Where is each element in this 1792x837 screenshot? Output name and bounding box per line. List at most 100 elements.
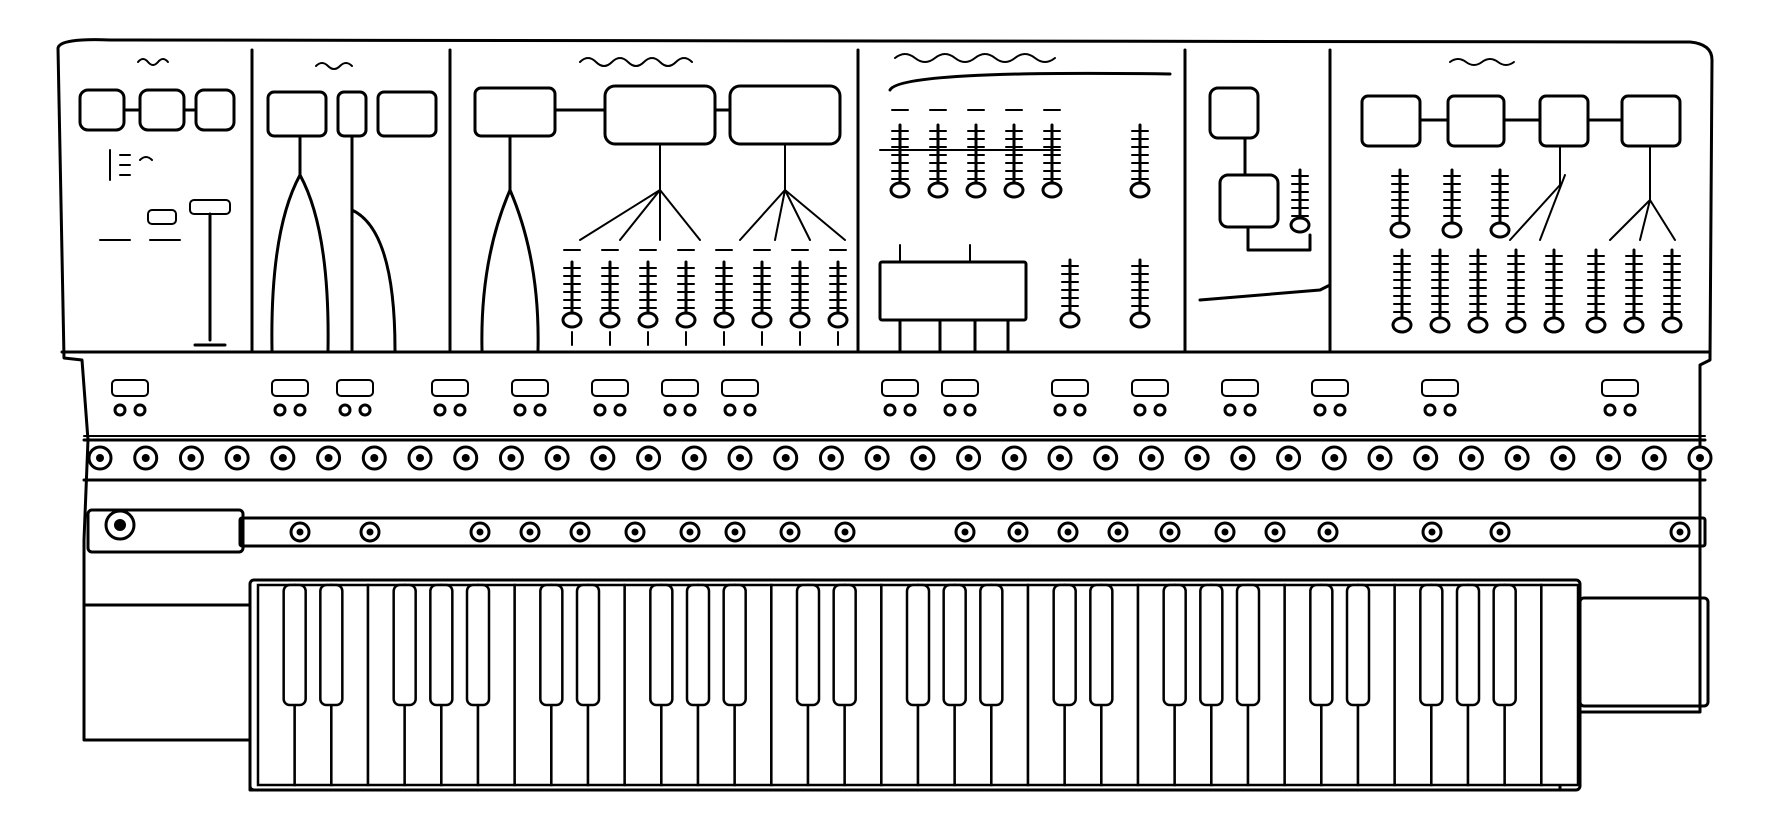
black-key-11[interactable] — [649, 583, 674, 707]
lower-knob-5[interactable] — [569, 521, 591, 543]
knob-32[interactable] — [1504, 445, 1530, 471]
module-6-slider-6[interactable] — [1585, 248, 1607, 334]
knob-4[interactable] — [224, 445, 250, 471]
module-3-slider-7[interactable] — [789, 260, 811, 329]
white-key-36[interactable] — [1540, 583, 1580, 787]
black-key-15[interactable] — [795, 583, 821, 707]
black-key-9[interactable] — [575, 583, 601, 707]
switch-6[interactable] — [591, 379, 629, 417]
lower-knob-17[interactable] — [1264, 521, 1286, 543]
knob-24[interactable] — [1138, 445, 1164, 471]
knob-15[interactable] — [727, 445, 753, 471]
lower-knob-7[interactable] — [679, 521, 701, 543]
module-3-slider-8[interactable] — [827, 260, 849, 329]
module-6-slider-5[interactable] — [1543, 248, 1565, 334]
module-5-slider-1[interactable] — [1289, 168, 1311, 234]
knob-20[interactable] — [956, 445, 982, 471]
black-key-26[interactable] — [1199, 583, 1224, 707]
knob-28[interactable] — [1321, 445, 1347, 471]
module-4-slider-7[interactable] — [1059, 258, 1081, 329]
module-4-slider-3[interactable] — [965, 123, 987, 199]
module-6-slider-3[interactable] — [1467, 248, 1489, 334]
module-6-slider-8[interactable] — [1661, 248, 1683, 334]
knob-25[interactable] — [1184, 445, 1210, 471]
knob-17[interactable] — [818, 445, 844, 471]
switch-16[interactable] — [1601, 379, 1639, 417]
module-3-slider-3[interactable] — [637, 260, 659, 329]
switch-1[interactable] — [111, 379, 149, 417]
lower-knob-2[interactable] — [359, 521, 381, 543]
module-6-slider-top-1[interactable] — [1389, 168, 1411, 239]
knob-35[interactable] — [1641, 445, 1667, 471]
switch-7[interactable] — [661, 379, 699, 417]
lower-knob-1[interactable] — [289, 521, 311, 543]
black-key-2[interactable] — [319, 583, 344, 707]
module-4-slider-4[interactable] — [1003, 123, 1025, 199]
module-4-slider-8[interactable] — [1129, 258, 1151, 329]
switch-11[interactable] — [1051, 379, 1089, 417]
knob-2[interactable] — [133, 445, 159, 471]
module-3-slider-2[interactable] — [599, 260, 621, 329]
black-key-19[interactable] — [942, 583, 967, 707]
switch-10[interactable] — [941, 379, 979, 417]
switch-3[interactable] — [336, 379, 374, 417]
knob-11[interactable] — [544, 445, 570, 471]
black-key-8[interactable] — [539, 583, 564, 707]
black-key-18[interactable] — [905, 583, 931, 707]
black-key-27[interactable] — [1235, 583, 1261, 707]
knob-3[interactable] — [178, 445, 204, 471]
switch-12[interactable] — [1131, 379, 1169, 417]
black-key-25[interactable] — [1162, 583, 1187, 707]
module-6-slider-1[interactable] — [1391, 248, 1413, 334]
lower-knob-12[interactable] — [1007, 521, 1029, 543]
keyboard[interactable] — [248, 578, 1582, 792]
module-6-slider-2[interactable] — [1429, 248, 1451, 334]
module-3-slider-6[interactable] — [751, 260, 773, 329]
switch-5[interactable] — [511, 379, 549, 417]
knob-19[interactable] — [910, 445, 936, 471]
black-key-20[interactable] — [979, 583, 1004, 707]
module-3-slider-4[interactable] — [675, 260, 697, 329]
lower-knob-11[interactable] — [954, 521, 976, 543]
module-4-slider-6[interactable] — [1129, 123, 1151, 199]
black-key-4[interactable] — [392, 583, 417, 707]
module-4-slider-2[interactable] — [927, 123, 949, 199]
black-key-34[interactable] — [1492, 583, 1517, 707]
knob-26[interactable] — [1230, 445, 1256, 471]
lower-knob-3[interactable] — [469, 521, 491, 543]
lower-knob-19[interactable] — [1421, 521, 1443, 543]
black-key-1[interactable] — [282, 583, 307, 707]
knob-7[interactable] — [361, 445, 387, 471]
knob-21[interactable] — [1001, 445, 1027, 471]
black-key-5[interactable] — [429, 583, 454, 707]
lower-knob-16[interactable] — [1214, 521, 1236, 543]
lower-knob-20[interactable] — [1489, 521, 1511, 543]
knob-27[interactable] — [1276, 445, 1302, 471]
switch-2[interactable] — [271, 379, 309, 417]
lower-knob-18[interactable] — [1317, 521, 1339, 543]
knob-31[interactable] — [1458, 445, 1484, 471]
black-key-23[interactable] — [1089, 583, 1114, 707]
knob-16[interactable] — [773, 445, 799, 471]
black-key-12[interactable] — [685, 583, 711, 707]
switch-8[interactable] — [721, 379, 759, 417]
switch-9[interactable] — [881, 379, 919, 417]
knob-22[interactable] — [1047, 445, 1073, 471]
knob-14[interactable] — [681, 445, 707, 471]
black-key-33[interactable] — [1455, 583, 1481, 707]
knob-1[interactable] — [87, 445, 113, 471]
knob-23[interactable] — [1093, 445, 1119, 471]
black-key-30[interactable] — [1345, 583, 1371, 707]
black-key-13[interactable] — [722, 583, 747, 707]
module-3-slider-1[interactable] — [561, 260, 583, 329]
scope-knob[interactable] — [104, 509, 136, 541]
module-4-slider-1[interactable] — [889, 123, 911, 199]
lower-knob-8[interactable] — [724, 521, 746, 543]
knob-29[interactable] — [1367, 445, 1393, 471]
knob-12[interactable] — [590, 445, 616, 471]
module-6-slider-top-2[interactable] — [1441, 168, 1463, 239]
black-key-32[interactable] — [1419, 583, 1444, 707]
lower-knob-13[interactable] — [1057, 521, 1079, 543]
knob-8[interactable] — [407, 445, 433, 471]
module-6-slider-7[interactable] — [1623, 248, 1645, 334]
